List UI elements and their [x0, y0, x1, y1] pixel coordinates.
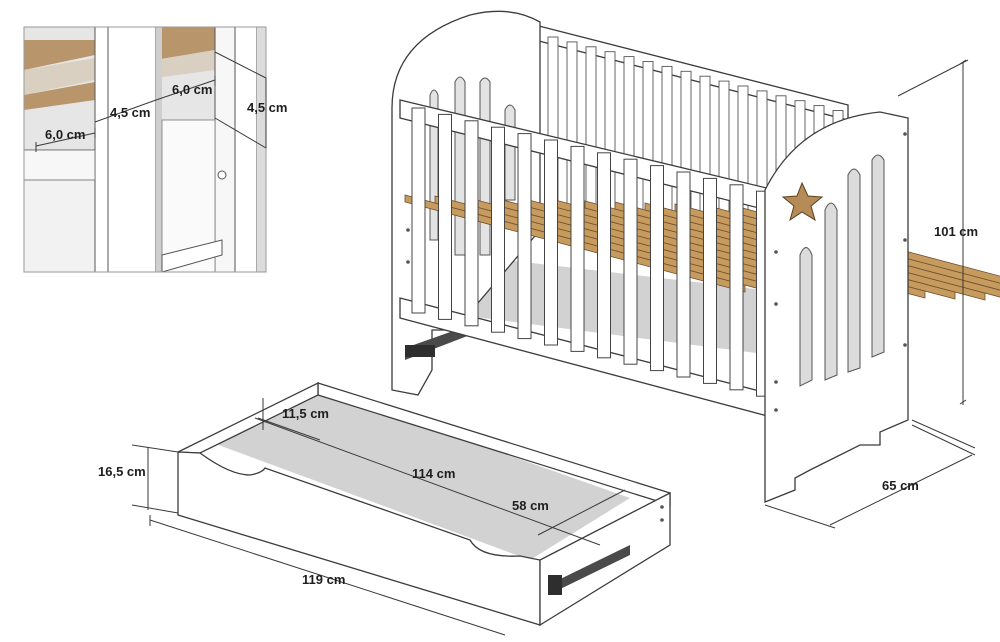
- crib-front-bar: [650, 165, 664, 372]
- drawer: 11,5 cm 16,5 cm 114 cm 58 cm 119 cm: [98, 381, 671, 636]
- drawer-runner: [548, 545, 630, 595]
- crib-front-bar: [570, 145, 585, 352]
- inset-slat-gap: 4,5 cm: [110, 105, 150, 120]
- inset-bar-depth: 4,5 cm: [247, 100, 287, 115]
- detail-inset: 6,0 cm 4,5 cm 6,0 cm 4,5 cm: [23, 26, 287, 273]
- crib-front-bar: [676, 171, 691, 378]
- crib-dimension-lines: [764, 59, 976, 529]
- crib-front-bars: [411, 107, 770, 397]
- crib-front-bar: [597, 152, 611, 359]
- crib-right-cutouts: [799, 154, 885, 387]
- crib-front-bar: [491, 126, 505, 333]
- drawer-front-panel: [177, 451, 541, 626]
- drawer-inner-width-label: 58 cm: [512, 498, 549, 513]
- inset-bar-thickness-top: 6,0 cm: [172, 82, 212, 97]
- crib-front-bar: [438, 113, 452, 320]
- crib-front-bar: [623, 158, 638, 365]
- crib-front-bar: [464, 120, 479, 327]
- drawer-inner-height-label: 11,5 cm: [282, 406, 329, 421]
- star-icon: [781, 181, 824, 222]
- crib: 101 cm 65 cm: [391, 10, 1000, 529]
- drawer-outer-height-label: 16,5 cm: [98, 464, 146, 479]
- drawer-dimension-lines: [131, 398, 626, 636]
- inset-dimension-lines: [35, 51, 267, 152]
- crib-front-bar: [703, 177, 717, 384]
- crib-front-bar: [729, 184, 744, 391]
- drawer-outer-length-label: 119 cm: [302, 572, 345, 587]
- drawer-inner-length-label: 114 cm: [412, 466, 455, 481]
- crib-height-label: 101 cm: [934, 224, 978, 239]
- crib-front-bar: [411, 107, 426, 314]
- crib-front-bar: [544, 139, 558, 346]
- inset-bar-thickness-left: 6,0 cm: [45, 127, 85, 142]
- crib-depth-label: 65 cm: [882, 478, 919, 493]
- crib-front-bar: [517, 133, 532, 340]
- crib-screws: [406, 132, 907, 412]
